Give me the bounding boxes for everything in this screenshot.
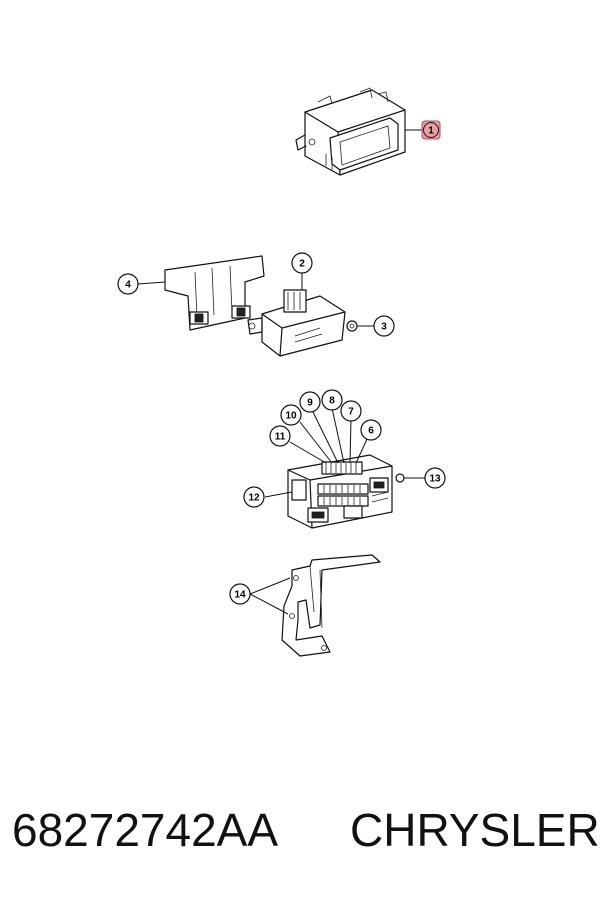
parts-diagram: 1 4 2 3 bbox=[117, 87, 446, 657]
callout-6[interactable]: 6 bbox=[360, 419, 382, 441]
module-part-2 bbox=[247, 273, 346, 357]
callout-7-label: 7 bbox=[348, 407, 354, 418]
callout-11[interactable]: 11 bbox=[269, 425, 291, 447]
callout-11-label: 11 bbox=[275, 432, 286, 443]
callout-4[interactable]: 4 bbox=[117, 273, 139, 295]
callout-10-label: 10 bbox=[285, 411, 297, 422]
callout-1-label: 1 bbox=[428, 126, 434, 137]
footer: 68272742AA CHRYSLER bbox=[0, 795, 600, 865]
callout-8-label: 8 bbox=[329, 396, 335, 407]
callout-7[interactable]: 7 bbox=[340, 400, 362, 422]
callout-1[interactable]: 1 bbox=[421, 120, 441, 140]
callout-3-label: 3 bbox=[381, 322, 387, 333]
module-part-1 bbox=[295, 87, 422, 176]
callout-13-label: 13 bbox=[429, 474, 441, 485]
callout-10[interactable]: 10 bbox=[280, 404, 302, 426]
callout-9[interactable]: 9 bbox=[299, 391, 321, 413]
junction-block bbox=[264, 407, 425, 529]
callout-9-label: 9 bbox=[307, 398, 313, 409]
screw-part-3 bbox=[346, 320, 374, 332]
callout-12[interactable]: 12 bbox=[243, 486, 265, 508]
callout-14-label: 14 bbox=[234, 590, 246, 601]
part-number: 68272742AA bbox=[12, 804, 279, 856]
callout-13[interactable]: 13 bbox=[424, 467, 446, 489]
callout-12-label: 12 bbox=[248, 493, 260, 504]
callout-2[interactable]: 2 bbox=[291, 252, 313, 274]
brand-name: CHRYSLER bbox=[350, 804, 600, 856]
callout-3[interactable]: 3 bbox=[373, 315, 395, 337]
bracket-part-4 bbox=[137, 255, 265, 331]
callout-4-label: 4 bbox=[125, 280, 131, 291]
bracket-part-14 bbox=[249, 554, 381, 657]
callout-8[interactable]: 8 bbox=[321, 389, 343, 411]
callout-2-label: 2 bbox=[299, 259, 305, 270]
callout-6-label: 6 bbox=[368, 426, 374, 437]
callout-14[interactable]: 14 bbox=[229, 583, 251, 605]
